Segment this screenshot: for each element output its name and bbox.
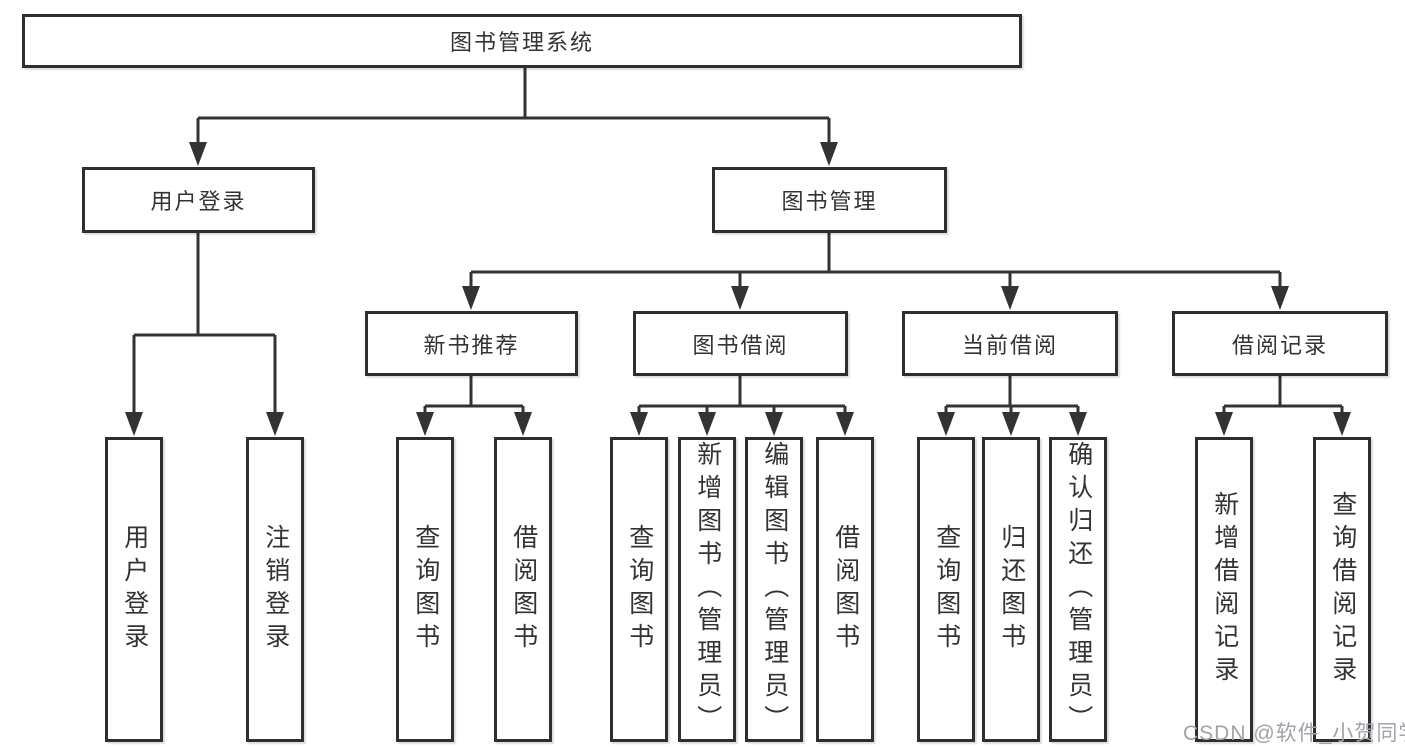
leaf-label: 编辑图书（管理员） xyxy=(760,441,789,738)
csdn-watermark: CSDN @软件_小贺同学 xyxy=(1183,722,1405,745)
node-label: 用户登录 xyxy=(150,189,247,214)
leaf-label: 确认归还（管理员） xyxy=(1064,441,1093,738)
node-book-management: 图书管理 xyxy=(712,167,947,233)
leaf-user-login: 用户登录 xyxy=(105,437,163,742)
leaf-label: 借阅图书 xyxy=(509,523,538,656)
leaf-logout: 注销登录 xyxy=(246,437,304,742)
node-borrowing-records: 借阅记录 xyxy=(1172,311,1388,376)
leaf-label: 查询图书 xyxy=(932,523,961,656)
leaf-label: 查询图书 xyxy=(411,523,440,656)
leaf-label: 归还图书 xyxy=(997,523,1026,656)
node-new-book-recommendation: 新书推荐 xyxy=(365,311,578,376)
leaf-return-books: 归还图书 xyxy=(982,437,1040,742)
leaf-label: 查询图书 xyxy=(625,523,654,656)
leaf-label: 用户登录 xyxy=(120,523,149,656)
leaf-borrow-books: 借阅图书 xyxy=(816,437,874,742)
leaf-query-borrow-record: 查询借阅记录 xyxy=(1313,437,1371,742)
leaf-borrow-books-recommend: 借阅图书 xyxy=(494,437,552,742)
leaf-label: 查询借阅记录 xyxy=(1328,490,1357,689)
leaf-add-books-admin: 新增图书（管理员） xyxy=(678,437,736,742)
node-library-system: 图书管理系统 xyxy=(22,14,1022,68)
node-label: 新书推荐 xyxy=(423,332,520,358)
node-label: 图书借阅 xyxy=(692,332,789,358)
leaf-label: 新增图书（管理员） xyxy=(693,441,722,738)
node-book-borrowing: 图书借阅 xyxy=(633,311,848,376)
leaf-label: 借阅图书 xyxy=(831,523,860,656)
leaf-query-books-current: 查询图书 xyxy=(917,437,975,742)
node-current-borrowing: 当前借阅 xyxy=(902,311,1118,376)
leaf-confirm-return-admin: 确认归还（管理员） xyxy=(1049,437,1107,742)
node-user-login: 用户登录 xyxy=(82,167,315,233)
leaf-add-borrow-record: 新增借阅记录 xyxy=(1195,437,1253,742)
node-label: 图书管理 xyxy=(781,189,878,214)
node-label: 图书管理系统 xyxy=(449,30,594,55)
leaf-query-books-recommend: 查询图书 xyxy=(396,437,454,742)
node-label: 当前借阅 xyxy=(961,332,1058,358)
leaf-query-books-borrow: 查询图书 xyxy=(610,437,668,742)
node-label: 借阅记录 xyxy=(1231,332,1328,358)
leaf-edit-books-admin: 编辑图书（管理员） xyxy=(745,437,803,742)
leaf-label: 注销登录 xyxy=(261,523,290,656)
leaf-label: 新增借阅记录 xyxy=(1210,490,1239,689)
